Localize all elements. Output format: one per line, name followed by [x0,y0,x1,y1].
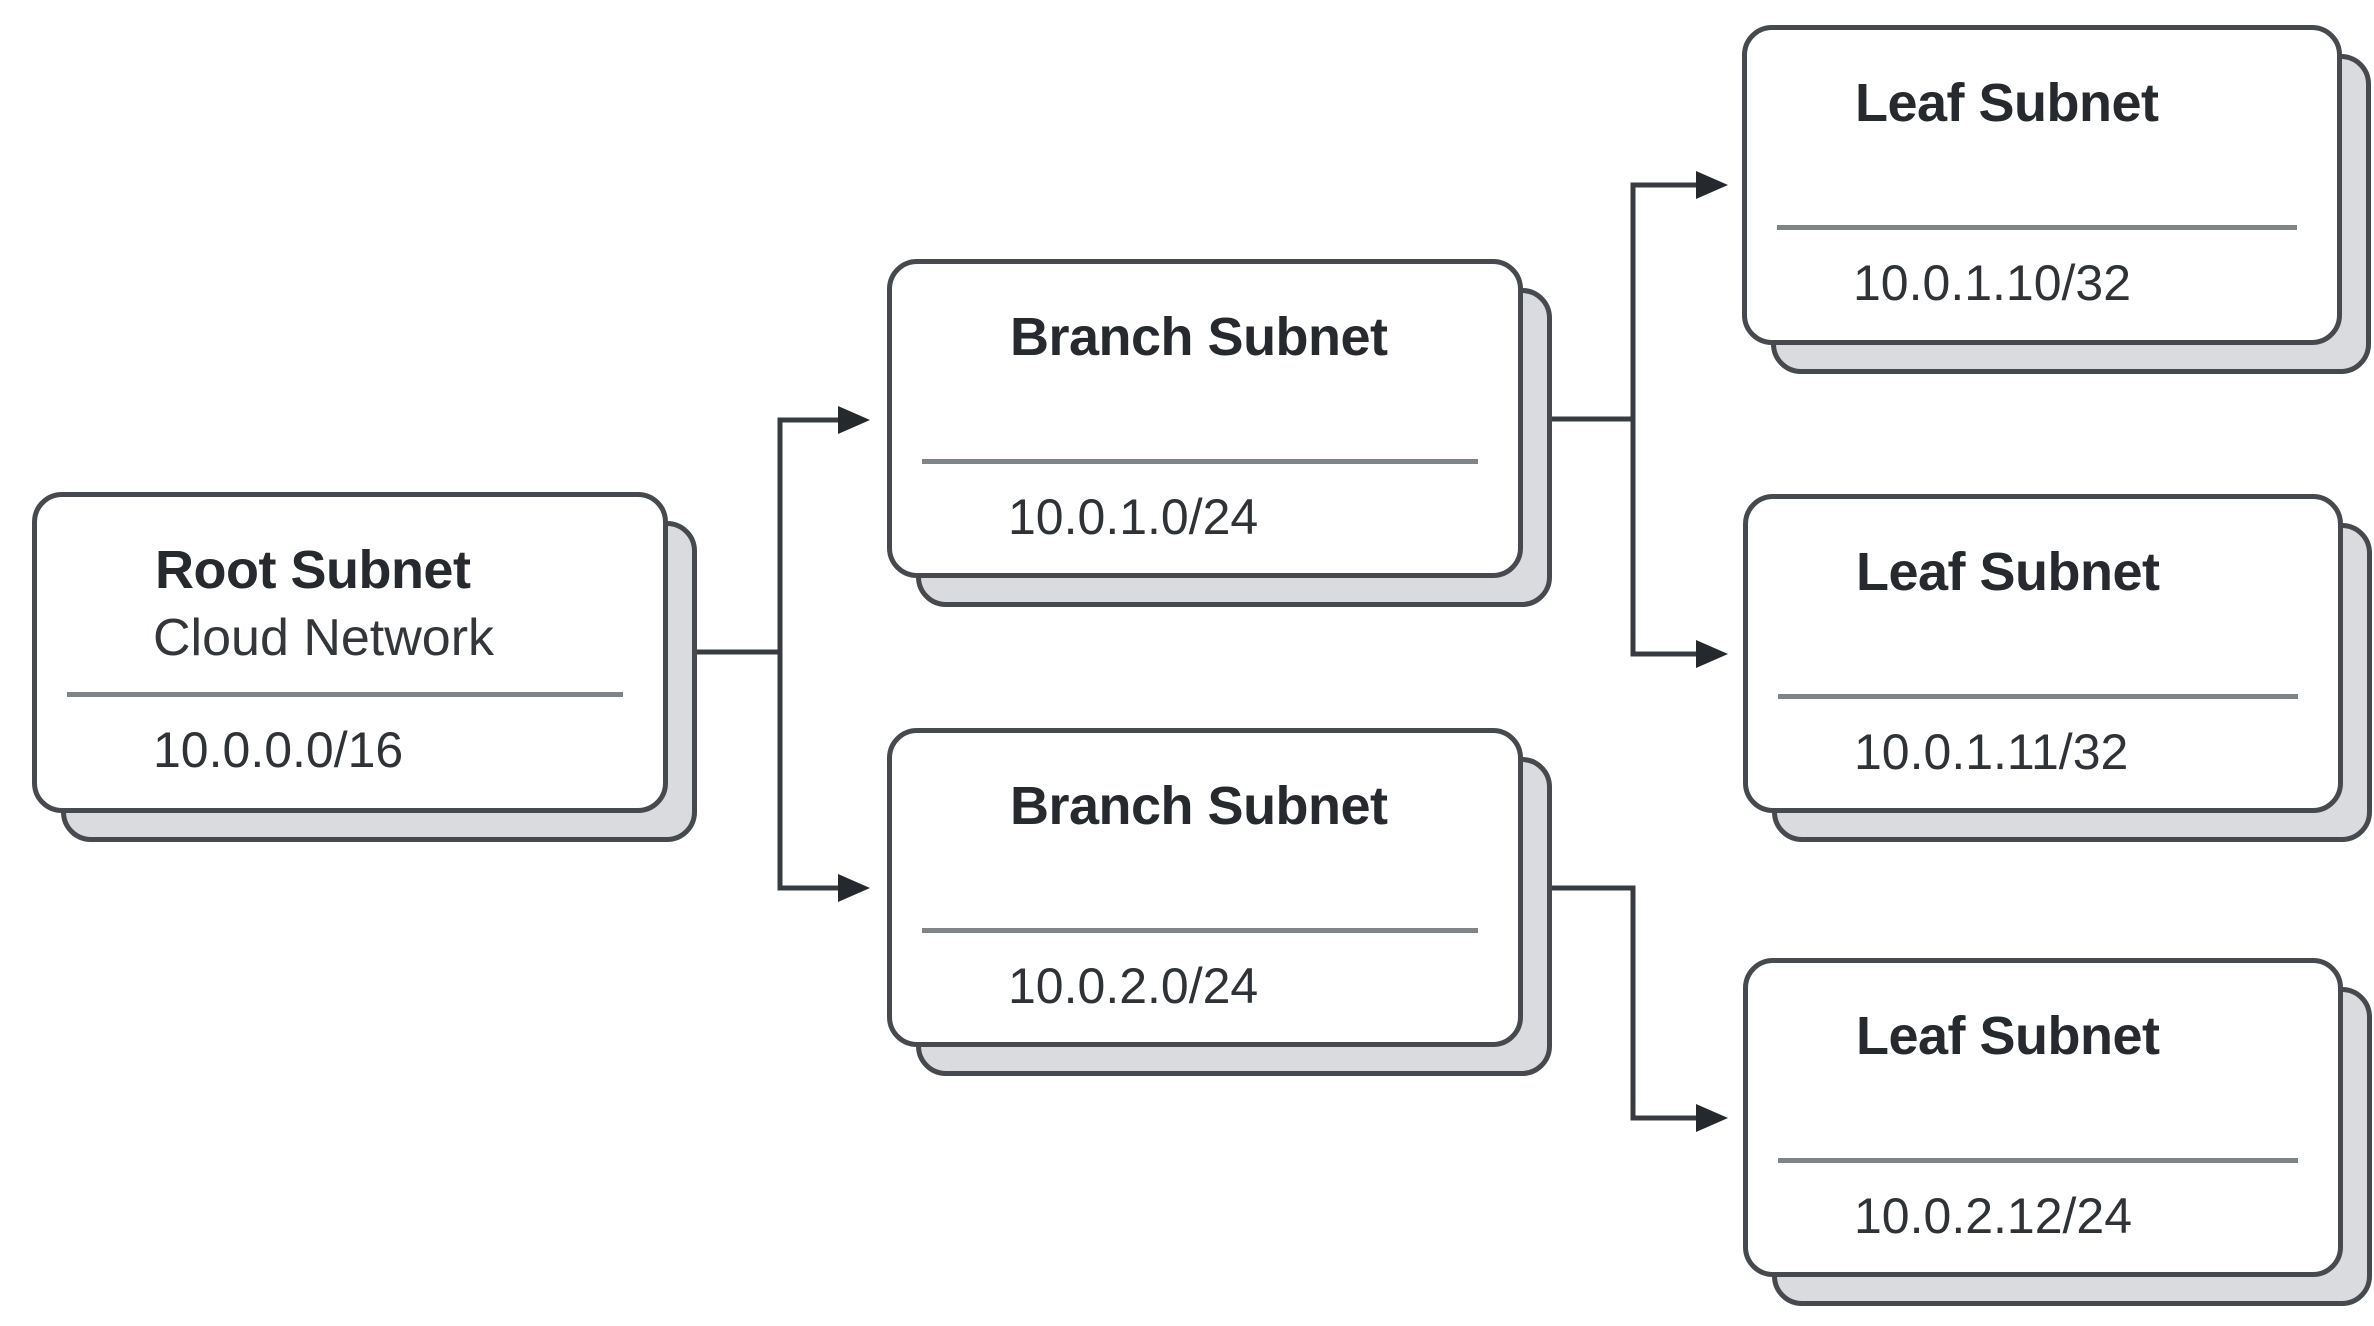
edge-branch-2-to-leaf-3-line [1523,885,1698,1121]
node-cidr: 10.0.0.0/16 [153,722,404,778]
node-divider [922,459,1478,464]
node-title: Root Subnet [155,540,471,600]
node-leaf-subnet-2: Leaf Subnet 10.0.1.11/32 [1743,494,2372,842]
node-title: Branch Subnet [1010,307,1388,367]
node-leaf-subnet-3: Leaf Subnet 10.0.2.12/24 [1743,958,2372,1306]
node-divider [67,692,623,697]
edge-branch-1-to-leaf-1-line [1523,182,1698,422]
node-cidr: 10.0.2.12/24 [1854,1188,2133,1244]
node-title: Leaf Subnet [1855,73,2159,133]
edge-root-to-branch-2-line [777,652,840,891]
node-branch-subnet-1: Branch Subnet 10.0.1.0/24 [887,259,1552,607]
edge-root-to-branch-2 [777,652,870,902]
node-card: Leaf Subnet 10.0.1.11/32 [1743,494,2343,813]
node-root-subnet: Root Subnet Cloud Network 10.0.0.0/16 [32,492,697,842]
node-branch-subnet-2: Branch Subnet 10.0.2.0/24 [887,728,1552,1076]
node-subtitle: Cloud Network [153,609,495,667]
node-divider [1777,225,2297,230]
node-divider [922,928,1478,933]
node-card: Root Subnet Cloud Network 10.0.0.0/16 [32,492,668,813]
node-cidr: 10.0.1.10/32 [1853,255,2132,311]
node-divider [1778,1158,2298,1163]
edge-root-to-branch-1-line [668,417,840,655]
edge-branch-1-to-leaf-2-arrowhead-icon [1696,640,1728,668]
node-cidr: 10.0.1.11/32 [1854,724,2129,780]
node-card: Branch Subnet 10.0.2.0/24 [887,728,1523,1047]
node-card: Branch Subnet 10.0.1.0/24 [887,259,1523,578]
node-cidr: 10.0.2.0/24 [1008,958,1259,1014]
edge-root-to-branch-2-arrowhead-icon [838,874,870,902]
node-cidr: 10.0.1.0/24 [1008,489,1259,545]
edge-branch-1-to-leaf-1-arrowhead-icon [1696,171,1728,199]
edge-branch-1-to-leaf-2 [1630,419,1728,668]
node-title: Branch Subnet [1010,776,1388,836]
edge-branch-1-to-leaf-1 [1523,171,1728,422]
node-divider [1778,694,2298,699]
edge-branch-2-to-leaf-3-arrowhead-icon [1696,1104,1728,1132]
edge-root-to-branch-1 [668,406,870,655]
node-card: Leaf Subnet 10.0.2.12/24 [1743,958,2343,1277]
edge-branch-2-to-leaf-3 [1523,885,1728,1132]
edge-branch-1-to-leaf-2-line [1630,419,1698,657]
node-card: Leaf Subnet 10.0.1.10/32 [1742,25,2342,345]
node-leaf-subnet-1: Leaf Subnet 10.0.1.10/32 [1742,25,2371,374]
node-title: Leaf Subnet [1856,1006,2160,1066]
edge-root-to-branch-1-arrowhead-icon [838,406,870,434]
node-title: Leaf Subnet [1856,542,2160,602]
